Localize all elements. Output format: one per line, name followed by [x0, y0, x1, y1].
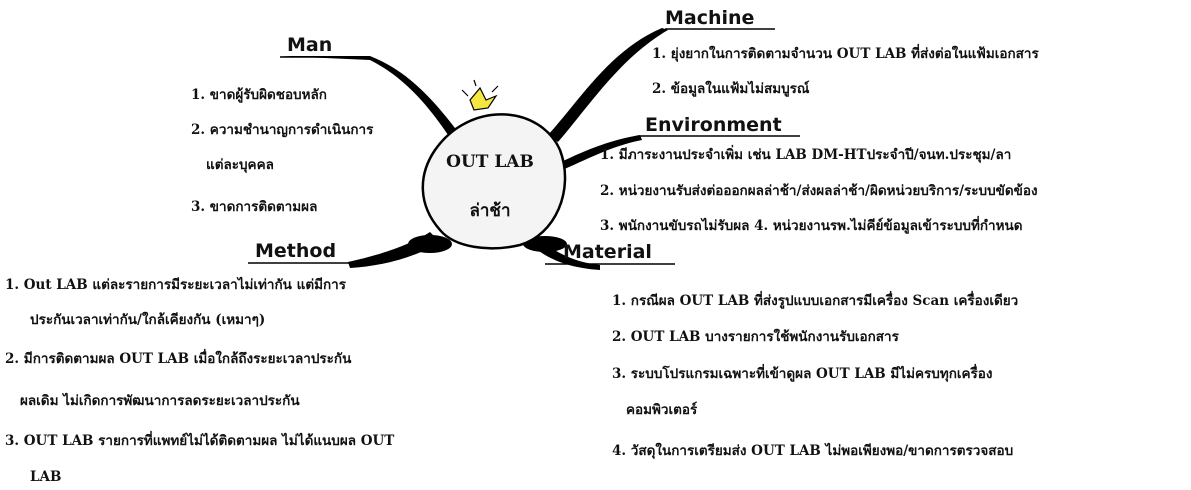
- method-item: 2. มีการติดตามผล OUT LAB เมื่อใกล้ถึงระย…: [5, 351, 352, 367]
- environment-connector: [555, 135, 642, 172]
- method-item: 3. OUT LAB รายการที่แพทย์ไม่ได้ติดตามผล …: [5, 433, 395, 449]
- bulb-spark-lines-icon: [461, 79, 499, 97]
- machine-connector: [548, 28, 668, 142]
- man-item: แต่ละบุคคล: [206, 157, 274, 173]
- method-heading: Method: [255, 240, 337, 262]
- method-blob: [408, 235, 452, 253]
- method-item: ประกันเวลาเท่ากัน/ใกล้เคียงกัน (เหมาๆ): [30, 312, 266, 328]
- material-item: 4. วัสดุในการเตรียมส่ง OUT LAB ไม่พอเพีย…: [612, 443, 1014, 459]
- man-item: 1. ขาดผู้รับผิดชอบหลัก: [191, 87, 327, 103]
- material-heading: Material: [563, 241, 652, 263]
- machine-item: 1. ยุ่งยากในการติดตามจำนวน OUT LAB ที่ส่…: [652, 46, 1039, 62]
- machine-item: 2. ข้อมูลในแฟ้มไม่สมบูรณ์: [652, 81, 810, 97]
- environment-heading: Environment: [645, 114, 782, 136]
- environment-item: 1. มีภาระงานประจำเพิ่ม เช่น LAB DM-HTประ…: [600, 147, 1012, 163]
- man-item: 2. ความชำนาญการดำเนินการ: [191, 122, 374, 138]
- center-bulb: [421, 113, 567, 250]
- center-subtitle: ล่าช้า: [469, 201, 511, 221]
- man-heading: Man: [287, 34, 333, 56]
- material-item: 1. กรณีผล OUT LAB ที่ส่งรูปแบบเอกสารมีเค…: [612, 293, 1019, 309]
- center-title: OUT LAB: [446, 152, 534, 172]
- material-item: 3. ระบบโปรแกรมเฉพาะที่เข้าดูผล OUT LAB ม…: [612, 366, 993, 382]
- method-item: ผลเดิม ไม่เกิดการพัฒนาการลดระยะเวลาประกั…: [20, 393, 300, 409]
- machine-heading: Machine: [665, 7, 755, 29]
- environment-item: 3. พนักงานขับรถไม่รับผล 4. หน่วยงานรพ.ไม…: [600, 218, 1023, 234]
- material-connector: [535, 240, 600, 270]
- man-connector: [280, 56, 458, 138]
- method-item: LAB: [30, 469, 62, 485]
- material-item: คอมพิวเตอร์: [626, 402, 698, 418]
- environment-item: 2. หน่วยงานรับส่งต่อออกผลล่าช้า/ส่งผลล่า…: [600, 183, 1038, 199]
- bulb-spark-icon: [469, 86, 498, 111]
- method-item: 1. Out LAB แต่ละรายการมีระยะเวลาไม่เท่าก…: [5, 277, 346, 293]
- material-item: 2. OUT LAB บางรายการใช้พนักงานรับเอกสาร: [612, 329, 899, 345]
- man-item: 3. ขาดการติดตามผล: [191, 199, 318, 215]
